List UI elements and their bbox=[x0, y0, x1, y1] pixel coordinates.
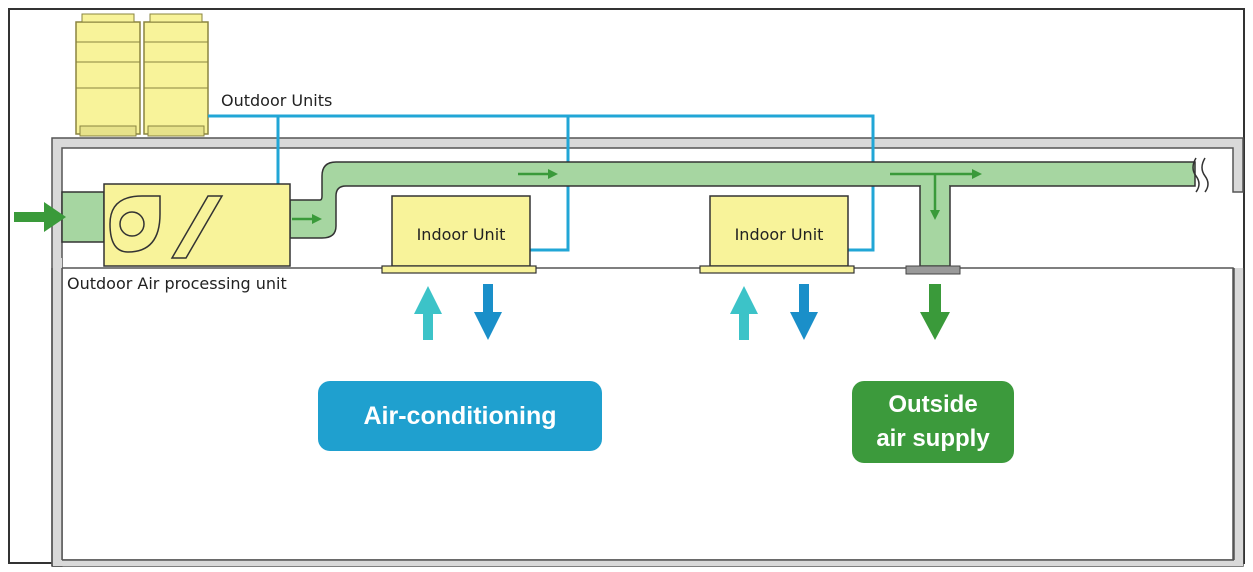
building-walls bbox=[51, 137, 1244, 567]
diagram-frame bbox=[8, 8, 1245, 564]
fan-icon bbox=[109, 195, 161, 253]
outdoor-air-processing-unit bbox=[103, 183, 291, 267]
outside-air-supply-badge: Outside air supply bbox=[852, 381, 1014, 463]
supply-air-arrow-icon-2 bbox=[790, 284, 818, 340]
outside-air-badge-line2: air supply bbox=[876, 425, 990, 452]
outdoor-units bbox=[75, 13, 209, 137]
air-conditioning-badge: Air-conditioning bbox=[318, 381, 602, 451]
filter-icon bbox=[170, 195, 224, 259]
return-air-arrow-icon-1 bbox=[414, 286, 442, 340]
outside-air-supply-arrow-icon bbox=[920, 284, 950, 340]
indoor-unit-1-label: Indoor Unit bbox=[417, 225, 506, 244]
indoor-unit-2-label: Indoor Unit bbox=[735, 225, 824, 244]
break-mark-icon bbox=[1192, 157, 1209, 193]
duct-flow-arrows bbox=[292, 169, 982, 224]
outside-air-badge-line1: Outside bbox=[888, 391, 977, 418]
outside-air-inlet-arrow bbox=[14, 202, 66, 232]
outdoor-air-processing-unit-label: Outdoor Air processing unit bbox=[67, 274, 287, 293]
air-conditioning-badge-text: Air-conditioning bbox=[363, 402, 556, 430]
indoor-unit-1 bbox=[381, 195, 537, 274]
outdoor-units-label: Outdoor Units bbox=[221, 91, 332, 110]
indoor-unit-2 bbox=[699, 195, 855, 274]
return-air-arrow-icon-2 bbox=[730, 286, 758, 340]
supply-air-arrow-icon-1 bbox=[474, 284, 502, 340]
